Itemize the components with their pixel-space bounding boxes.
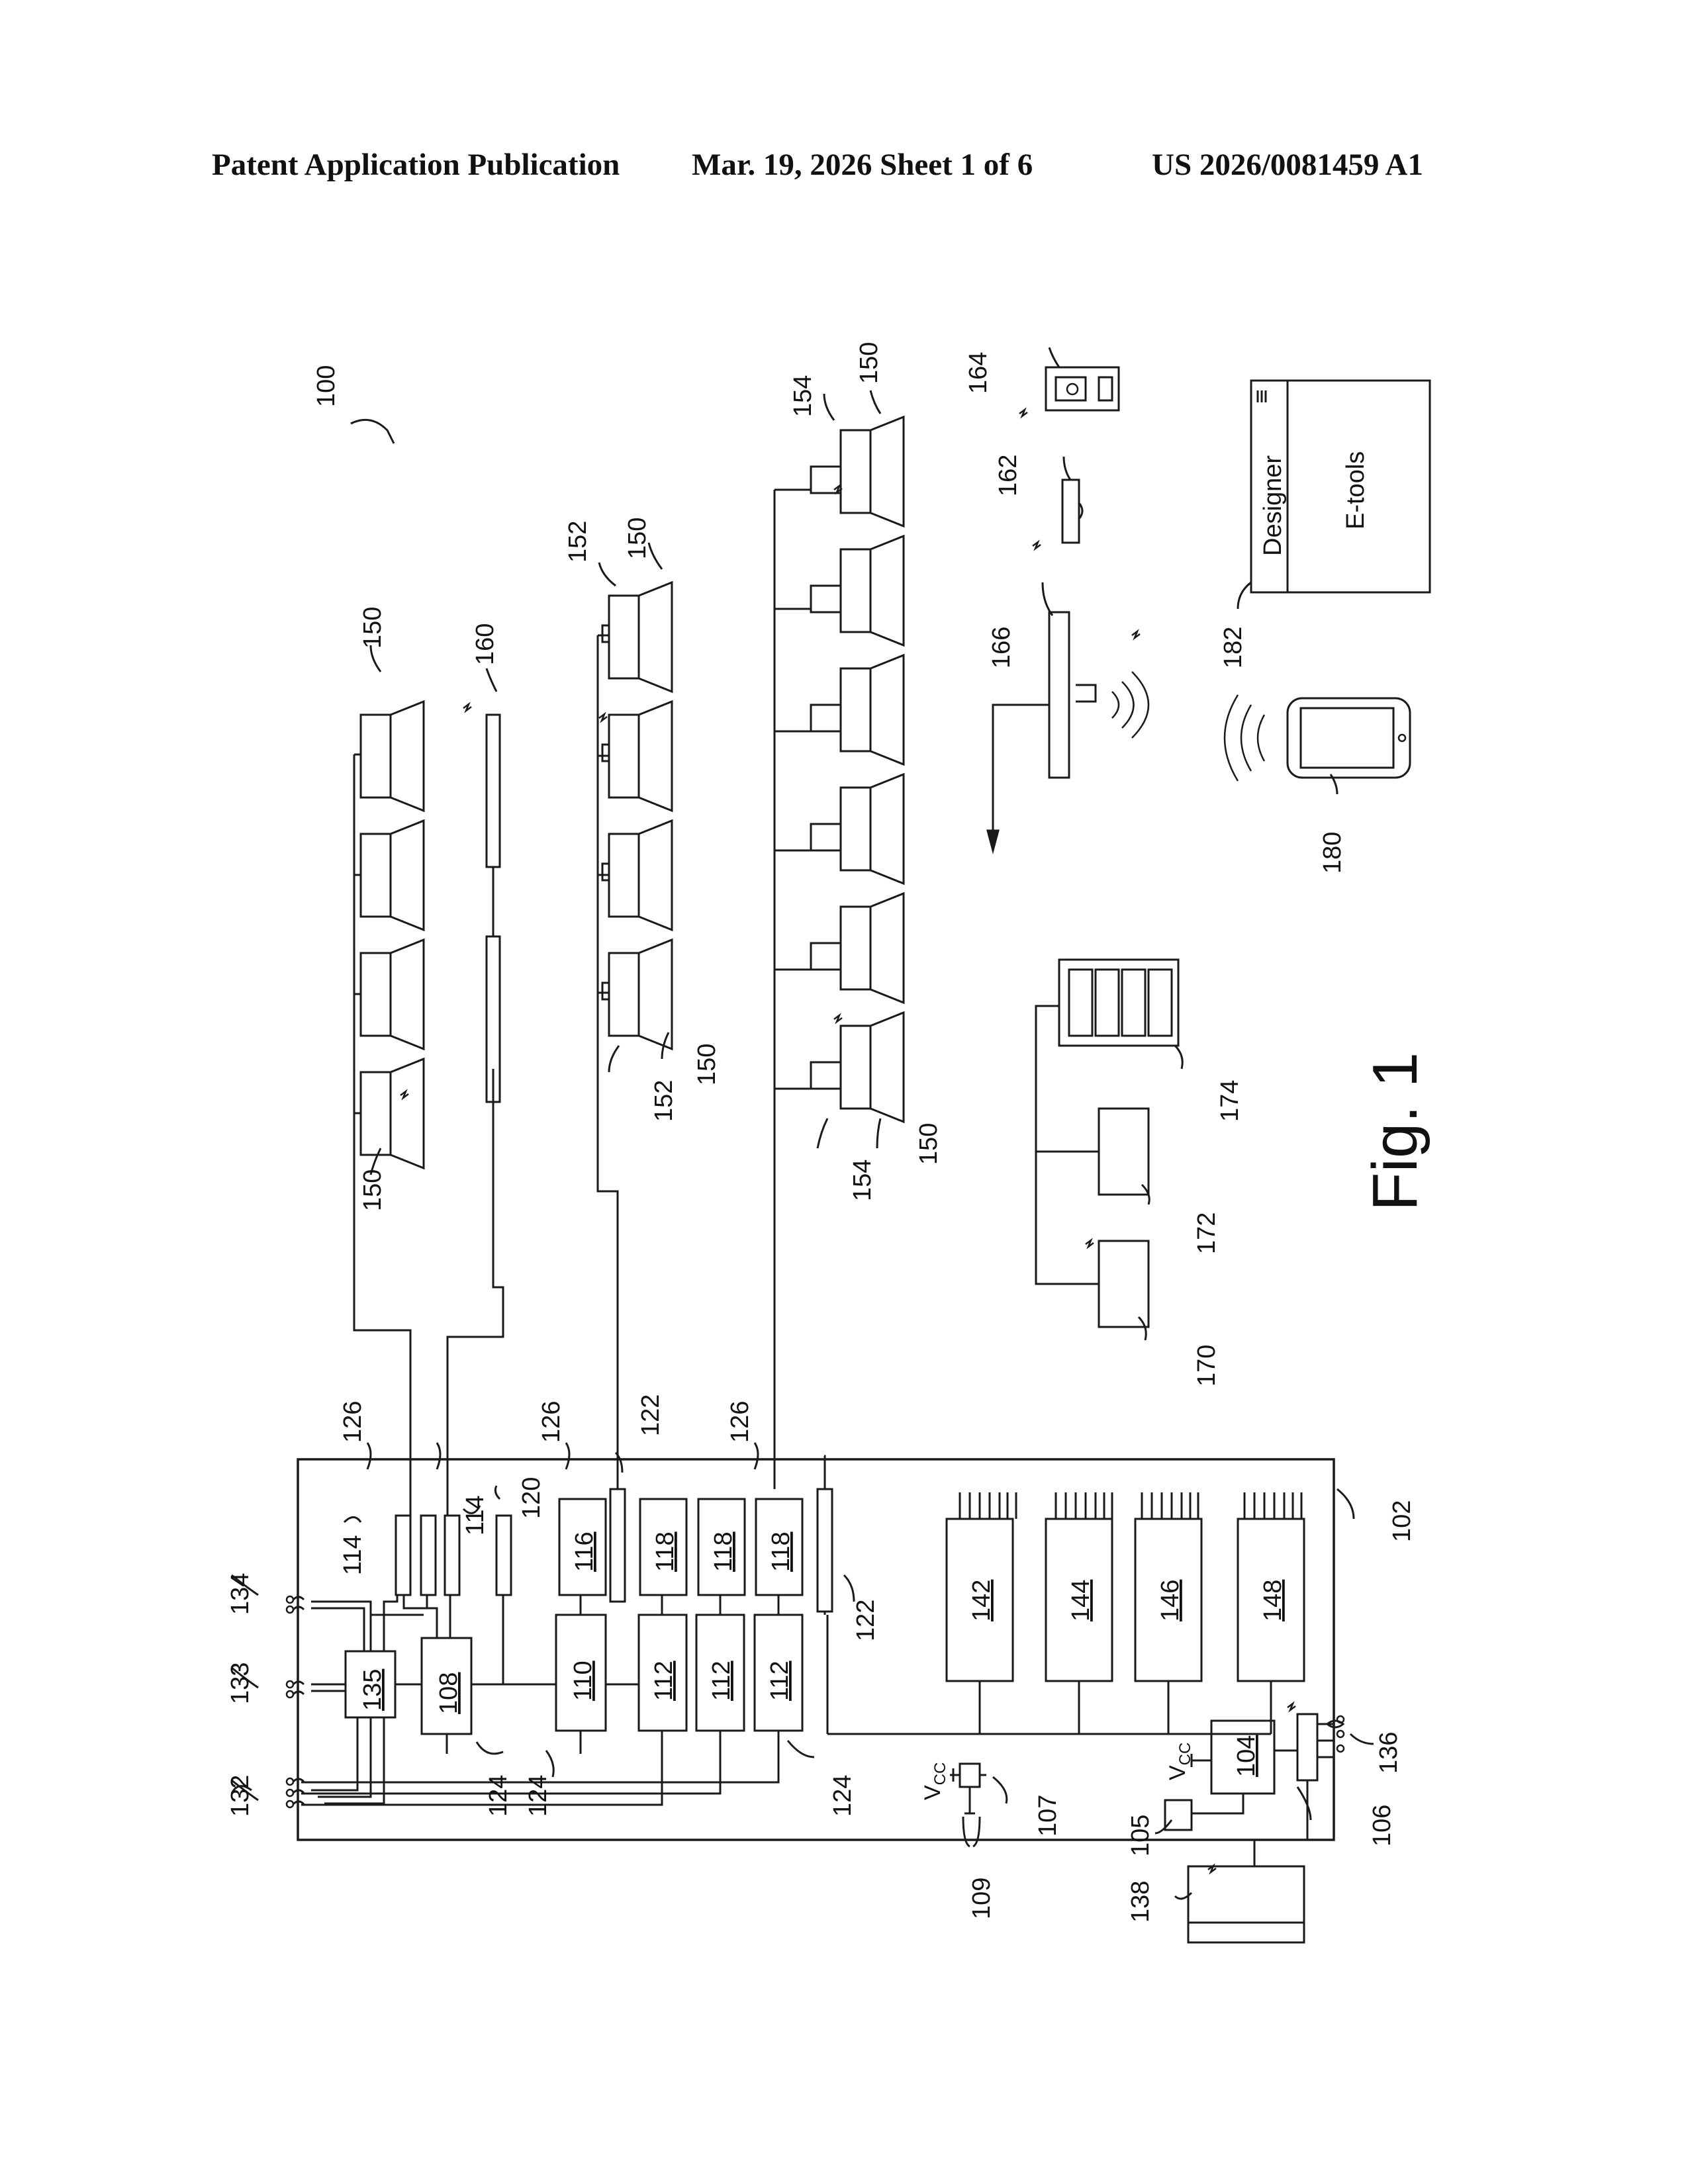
ref-107: 107 xyxy=(1034,1795,1062,1837)
ref-108: 108 xyxy=(435,1672,463,1714)
luminaire-group-run-4 xyxy=(811,417,904,1122)
tablet-180 xyxy=(1288,698,1410,778)
vcc-labels: VCC VCC xyxy=(920,1743,1194,1800)
ref-116: 116 xyxy=(571,1531,598,1572)
ref-162: 162 xyxy=(994,455,1022,496)
ref-114-a: 114 xyxy=(339,1535,367,1575)
block-114-b xyxy=(421,1516,436,1595)
ref-150-b: 150 xyxy=(359,607,387,649)
ref-122-b: 122 xyxy=(852,1600,880,1641)
device-172 xyxy=(1099,1109,1149,1195)
component-105 xyxy=(1165,1800,1192,1830)
ref-114-b: 114 xyxy=(461,1495,489,1535)
block-120 xyxy=(496,1516,511,1595)
ref-118-c: 118 xyxy=(767,1531,795,1572)
ref-154-a: 154 xyxy=(789,375,817,417)
wireless-unit-138 xyxy=(1188,1866,1304,1942)
ref-154-b: 154 xyxy=(849,1160,876,1201)
ref-150-f: 150 xyxy=(915,1123,943,1165)
luminaire-group-run-3 xyxy=(602,582,672,1049)
ref-124-a: 124 xyxy=(485,1775,512,1817)
ref-144: 144 xyxy=(1067,1580,1095,1621)
ref-134: 134 xyxy=(226,1573,254,1615)
component-106 xyxy=(1297,1714,1317,1780)
ref-106: 106 xyxy=(1368,1805,1396,1846)
ref-110: 110 xyxy=(569,1661,597,1701)
software-window-body: E-tools xyxy=(1342,451,1370,529)
ref-174: 174 xyxy=(1216,1080,1244,1122)
vcc-label-104: VCC xyxy=(1165,1743,1194,1780)
ref-150-a: 150 xyxy=(359,1169,387,1211)
ref-112-a: 112 xyxy=(650,1661,678,1701)
block-114-c xyxy=(445,1516,459,1595)
ref-138: 138 xyxy=(1127,1881,1154,1923)
ref-112-c: 112 xyxy=(766,1661,794,1701)
ref-124-c: 124 xyxy=(829,1775,857,1817)
ref-148: 148 xyxy=(1259,1580,1287,1621)
ref-182: 182 xyxy=(1219,627,1247,668)
vcc-label-107: VCC xyxy=(920,1762,949,1800)
block-114-a xyxy=(396,1516,410,1595)
sensor-162 xyxy=(1062,480,1079,543)
ref-118-a: 118 xyxy=(651,1531,679,1572)
ref-150-d: 150 xyxy=(693,1044,721,1085)
ref-102: 102 xyxy=(1388,1500,1416,1542)
ref-146: 146 xyxy=(1156,1580,1184,1621)
ref-118-b: 118 xyxy=(710,1531,737,1572)
ref-112-b: 112 xyxy=(708,1661,735,1701)
ref-150-e: 150 xyxy=(855,342,883,384)
ref-160: 160 xyxy=(471,623,499,665)
ref-133: 133 xyxy=(226,1662,254,1704)
ref-126-a: 126 xyxy=(339,1401,367,1443)
ref-170: 170 xyxy=(1193,1345,1221,1387)
ref-180: 180 xyxy=(1319,832,1346,874)
ref-124-b: 124 xyxy=(524,1775,552,1817)
ref-105: 105 xyxy=(1127,1815,1154,1856)
ref-136: 136 xyxy=(1375,1732,1403,1774)
software-window-title: Designer xyxy=(1259,455,1287,556)
ref-109: 109 xyxy=(968,1878,996,1919)
ref-150-c: 150 xyxy=(624,518,651,559)
bar-160-segment-b xyxy=(487,715,500,867)
ref-172: 172 xyxy=(1193,1212,1221,1254)
ref-142: 142 xyxy=(968,1580,996,1621)
ref-126-b: 126 xyxy=(538,1401,565,1443)
ref-104: 104 xyxy=(1233,1735,1260,1777)
ref-126-c: 126 xyxy=(726,1401,754,1443)
device-170 xyxy=(1099,1241,1149,1327)
ref-166: 166 xyxy=(988,627,1015,668)
ref-164: 164 xyxy=(964,352,992,394)
sensor-166 xyxy=(1049,612,1069,778)
ref-100: 100 xyxy=(312,365,340,407)
block-122-b xyxy=(818,1489,832,1612)
transistor-107 xyxy=(960,1764,980,1787)
ref-152-a: 152 xyxy=(564,521,592,563)
ref-152-b: 152 xyxy=(650,1080,678,1122)
ref-132: 132 xyxy=(226,1775,254,1817)
ref-135: 135 xyxy=(359,1669,387,1711)
ref-122-a: 122 xyxy=(637,1394,665,1436)
ref-120: 120 xyxy=(518,1477,545,1519)
luminaire-group-run-1 xyxy=(361,702,424,1168)
figure-caption: Fig. 1 xyxy=(1360,1052,1430,1211)
block-122-a xyxy=(610,1489,625,1602)
